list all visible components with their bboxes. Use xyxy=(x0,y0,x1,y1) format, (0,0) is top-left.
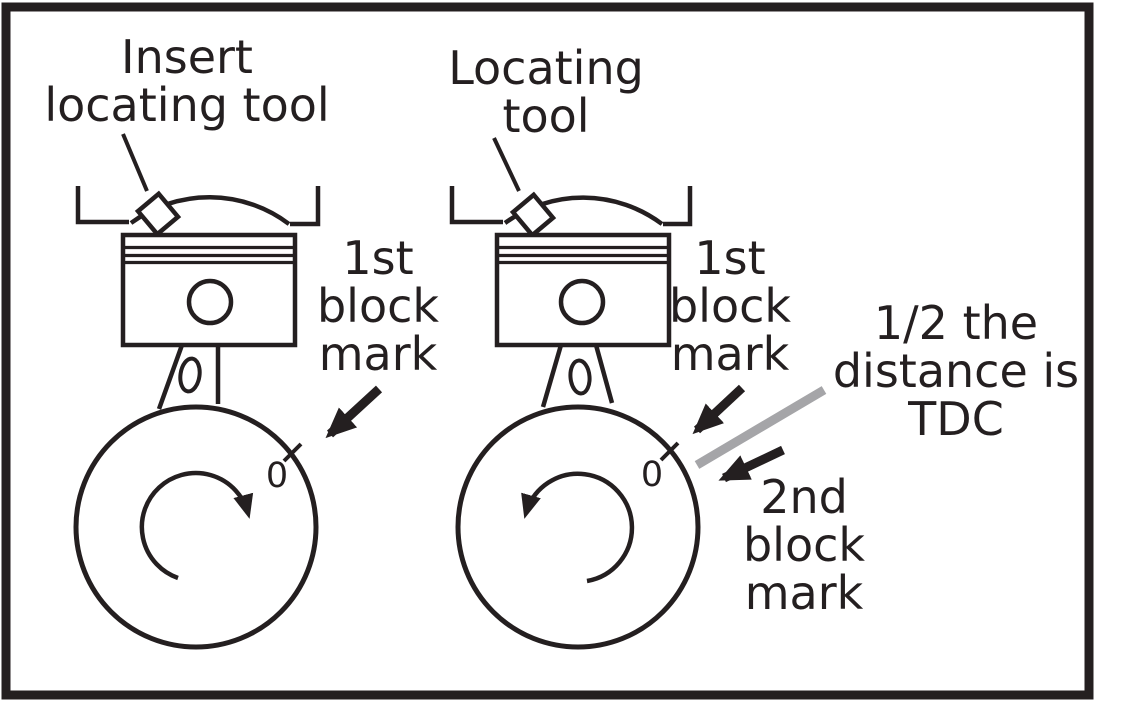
label-line: block xyxy=(316,279,440,333)
label-line: locating tool xyxy=(44,78,330,132)
zero-mark-label-right: 0 xyxy=(641,455,663,495)
piston-ring-lines xyxy=(123,245,295,265)
label-line: Insert xyxy=(121,30,253,84)
label-first-block-mark-right: 1st block mark xyxy=(669,234,791,378)
label-line: tool xyxy=(502,89,590,143)
cylinder-deck-left xyxy=(449,186,503,225)
label-line: mark xyxy=(318,327,438,381)
zero-mark-label-left: 0 xyxy=(266,456,288,496)
first-block-mark-arrow-right xyxy=(692,384,746,435)
label-line: block xyxy=(668,279,792,333)
label-line: block xyxy=(742,518,866,572)
label-line: 2nd xyxy=(760,470,848,524)
cylinder-deck-right xyxy=(663,186,693,227)
label-insert-locating-tool: Insert locating tool xyxy=(44,33,329,129)
tdc-gray-leader-line xyxy=(694,386,827,469)
zero-timing-tick xyxy=(659,441,680,462)
label-line: 1/2 the xyxy=(873,296,1039,350)
locating-tool-shape xyxy=(134,190,182,238)
label-line: mark xyxy=(670,327,790,381)
label-line: distance is xyxy=(832,344,1080,398)
flywheel-circle xyxy=(73,404,319,650)
zero-timing-tick xyxy=(282,442,303,463)
label-locating-tool: Locating tool xyxy=(448,44,644,140)
connecting-rod-left-edge xyxy=(540,344,564,408)
wrist-pin-hole xyxy=(186,278,234,326)
label-first-block-mark-left: 1st block mark xyxy=(317,234,439,378)
label-line: TDC xyxy=(908,392,1004,446)
right-engine-view: 0 xyxy=(449,186,701,650)
diagram-frame-border xyxy=(1,2,1094,700)
rod-opening xyxy=(178,356,202,394)
cylinder-deck-right xyxy=(290,186,321,227)
label-half-distance-tdc: 1/2 the distance is TDC xyxy=(833,299,1079,443)
piston-ring-lines xyxy=(497,245,669,265)
locating-tool-leader-line xyxy=(492,137,521,192)
insert-tool-leader-line xyxy=(121,133,149,192)
flywheel-circle xyxy=(455,404,701,650)
left-engine-view: 0 xyxy=(73,186,321,650)
label-line: mark xyxy=(744,566,864,620)
label-line: Locating xyxy=(448,41,644,95)
rotation-arrow-counterclockwise xyxy=(521,471,635,584)
label-second-block-mark: 2nd block mark xyxy=(743,473,865,617)
rotation-arrow-clockwise xyxy=(139,470,254,581)
rod-opening xyxy=(568,358,592,396)
cylinder-deck-left xyxy=(75,186,129,225)
locating-tool-shape xyxy=(509,191,557,239)
label-line: 1st xyxy=(694,231,766,285)
first-block-mark-arrow-left xyxy=(325,385,383,439)
connecting-rod-left-edge xyxy=(156,344,185,410)
connecting-rod-right-edge xyxy=(593,344,615,404)
wrist-pin-hole xyxy=(558,278,606,326)
second-block-mark-arrow xyxy=(718,445,785,483)
label-line: 1st xyxy=(342,231,414,285)
